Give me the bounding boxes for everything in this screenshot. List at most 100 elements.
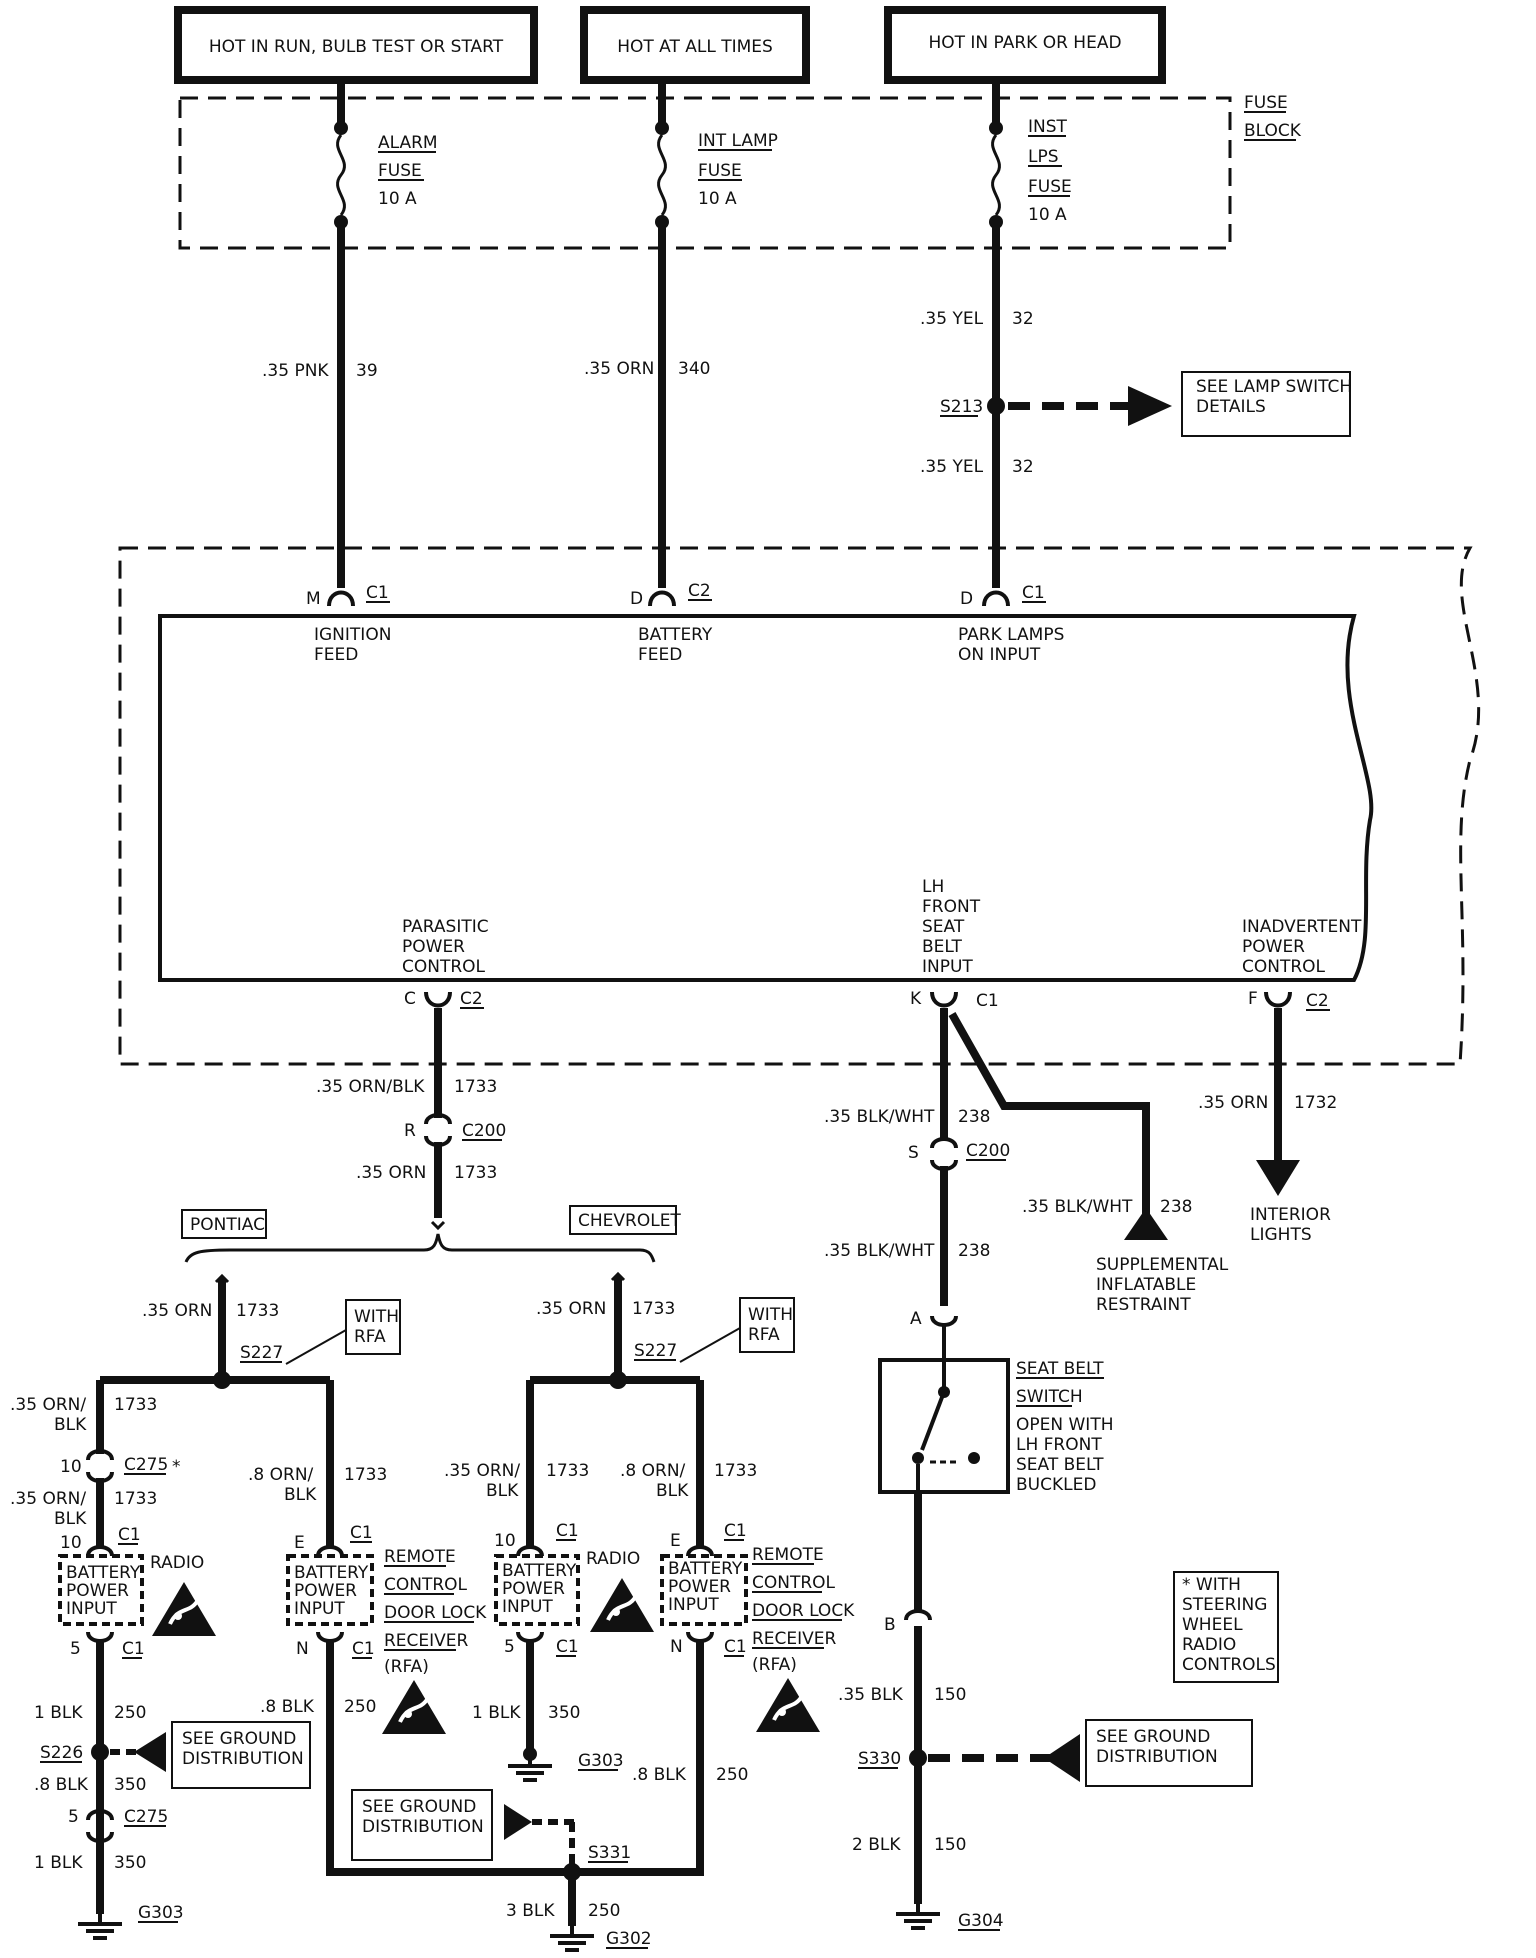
svg-text:D: D	[630, 589, 643, 609]
svg-text:CONTROL: CONTROL	[752, 1573, 836, 1593]
svg-text:SEAT: SEAT	[922, 917, 965, 937]
svg-text:INTERIOR: INTERIOR	[1250, 1205, 1331, 1225]
svg-text:350: 350	[548, 1703, 580, 1723]
svg-text:G303: G303	[578, 1751, 624, 1771]
pontiac-remote-door-lock-label: REMOTE CONTROL DOOR LOCK RECEIVER (RFA)	[384, 1547, 487, 1677]
svg-text:CONTROL: CONTROL	[402, 957, 486, 977]
interior-lights-arrow	[1256, 1160, 1300, 1196]
svg-text:C2: C2	[688, 581, 711, 601]
svg-text:D: D	[960, 589, 973, 609]
svg-text:250: 250	[344, 1697, 376, 1717]
fuse-block-label: FUSE BLOCK	[1244, 93, 1302, 141]
svg-text:DETAILS: DETAILS	[1196, 397, 1266, 417]
svg-text:C275: C275	[124, 1807, 168, 1827]
svg-text:INPUT: INPUT	[922, 957, 973, 977]
ground-g304-icon	[894, 1902, 942, 1930]
svg-text:10 A: 10 A	[378, 189, 417, 209]
svg-text:E: E	[294, 1533, 305, 1553]
svg-text:ON INPUT: ON INPUT	[958, 645, 1041, 665]
svg-text:RADIO: RADIO	[1182, 1635, 1236, 1655]
svg-text:S227: S227	[634, 1341, 677, 1361]
svg-text:.35 BLK/WHT: .35 BLK/WHT	[824, 1241, 935, 1261]
svg-text:BUCKLED: BUCKLED	[1016, 1475, 1096, 1495]
int-lamp-fuse-symbol	[657, 134, 667, 216]
see-ground-distribution-box-3[interactable]: SEE GROUND DISTRIBUTION	[1085, 1719, 1253, 1787]
ground-g303-chevrolet-icon	[506, 1754, 554, 1782]
svg-text:FUSE: FUSE	[1028, 177, 1072, 197]
svg-text:PARASITIC: PARASITIC	[402, 917, 489, 937]
svg-text:DISTRIBUTION: DISTRIBUTION	[182, 1749, 304, 1769]
park-lamps-input-label: PARK LAMPS ON INPUT	[958, 625, 1064, 665]
svg-text:N: N	[296, 1639, 309, 1659]
svg-text:.35 ORN/: .35 ORN/	[444, 1461, 520, 1481]
svg-text:C2: C2	[1306, 991, 1329, 1011]
svg-text:WITH: WITH	[748, 1305, 793, 1325]
splice-s227-chevrolet	[609, 1371, 627, 1389]
svg-text:.35 BLK/WHT: .35 BLK/WHT	[1022, 1197, 1133, 1217]
splice-s226	[91, 1743, 109, 1761]
see-ground-distribution-box-1[interactable]: SEE GROUND DISTRIBUTION	[171, 1721, 311, 1789]
parasitic-power-label: PARASITIC POWER CONTROL	[402, 917, 489, 977]
svg-text:10: 10	[60, 1457, 82, 1477]
svg-text:250: 250	[114, 1703, 146, 1723]
svg-text:BATTERY: BATTERY	[668, 1559, 743, 1579]
inadvertent-power-label: INADVERTENT POWER CONTROL	[1242, 917, 1362, 977]
svg-text:LPS: LPS	[1028, 147, 1059, 167]
svg-text:1732: 1732	[1294, 1093, 1337, 1113]
svg-text:DISTRIBUTION: DISTRIBUTION	[1096, 1747, 1218, 1767]
svg-text:C1: C1	[122, 1639, 145, 1659]
svg-text:POWER: POWER	[1242, 937, 1305, 957]
svg-text:BELT: BELT	[922, 937, 963, 957]
svg-text:.35 ORN: .35 ORN	[142, 1301, 212, 1321]
chevrolet-remote-esd-icon	[754, 1676, 822, 1734]
svg-text:32: 32	[1012, 309, 1034, 329]
svg-text:DOOR LOCK: DOOR LOCK	[384, 1603, 487, 1623]
see-lamp-switch-details-box[interactable]: SEE LAMP SWITCH DETAILS	[1181, 371, 1352, 437]
svg-text:S213: S213	[940, 397, 983, 417]
svg-text:SEE LAMP SWITCH: SEE LAMP SWITCH	[1196, 377, 1352, 397]
svg-text:.35 PNK: .35 PNK	[262, 361, 329, 381]
svg-text:.8 BLK: .8 BLK	[34, 1775, 89, 1795]
svg-text:1733: 1733	[714, 1461, 757, 1481]
svg-text:C200: C200	[966, 1141, 1010, 1161]
svg-text:R: R	[404, 1121, 416, 1141]
steering-wheel-note: * WITH STEERING WHEEL RADIO CONTROLS	[1173, 1571, 1279, 1683]
svg-text:E: E	[670, 1531, 681, 1551]
svg-text:CONTROLS: CONTROLS	[1182, 1655, 1276, 1675]
svg-text:INADVERTENT: INADVERTENT	[1242, 917, 1362, 937]
svg-text:(RFA): (RFA)	[752, 1655, 797, 1675]
svg-text:RFA: RFA	[354, 1327, 386, 1347]
svg-text:POWER: POWER	[66, 1581, 129, 1601]
svg-text:IGNITION: IGNITION	[314, 625, 391, 645]
svg-text:C1: C1	[352, 1639, 375, 1659]
svg-text:.35 YEL: .35 YEL	[920, 457, 984, 477]
header-run: HOT IN RUN, BULB TEST OR START	[174, 6, 538, 84]
svg-text:C2: C2	[460, 989, 483, 1009]
with-rfa-box-1: WITH RFA	[285, 1299, 401, 1365]
svg-text:PARK LAMPS: PARK LAMPS	[958, 625, 1064, 645]
svg-text:1 BLK: 1 BLK	[34, 1853, 83, 1873]
alarm-fuse-label: ALARM FUSE 10 A	[378, 133, 438, 209]
see-ground-distribution-box-2[interactable]: SEE GROUND DISTRIBUTION	[351, 1789, 493, 1861]
svg-text:ALARM: ALARM	[378, 133, 438, 153]
svg-text:RESTRAINT: RESTRAINT	[1096, 1295, 1191, 1315]
svg-text:WHEEL: WHEEL	[1182, 1615, 1243, 1635]
svg-text:F: F	[1248, 989, 1258, 1009]
svg-text:POWER: POWER	[502, 1579, 565, 1599]
with-rfa-box-2: WITH RFA	[679, 1297, 795, 1363]
battery-feed-label: BATTERY FEED	[638, 625, 713, 665]
svg-text:BLK: BLK	[486, 1481, 519, 1501]
svg-text:FEED: FEED	[638, 645, 682, 665]
svg-text:.8 ORN/: .8 ORN/	[620, 1461, 686, 1481]
svg-text:.35 ORN: .35 ORN	[1198, 1093, 1268, 1113]
svg-text:*: *	[172, 1457, 181, 1477]
svg-text:BATTERY: BATTERY	[638, 625, 713, 645]
svg-text:N: N	[670, 1637, 683, 1657]
svg-text:SEAT BELT: SEAT BELT	[1016, 1455, 1104, 1475]
int-lamp-fuse-label: INT LAMP FUSE 10 A	[698, 131, 778, 209]
svg-text:238: 238	[958, 1107, 990, 1127]
fuse-block-outline	[178, 96, 1232, 250]
svg-text:INT LAMP: INT LAMP	[698, 131, 778, 151]
pontiac-label: PONTIAC	[181, 1209, 267, 1239]
